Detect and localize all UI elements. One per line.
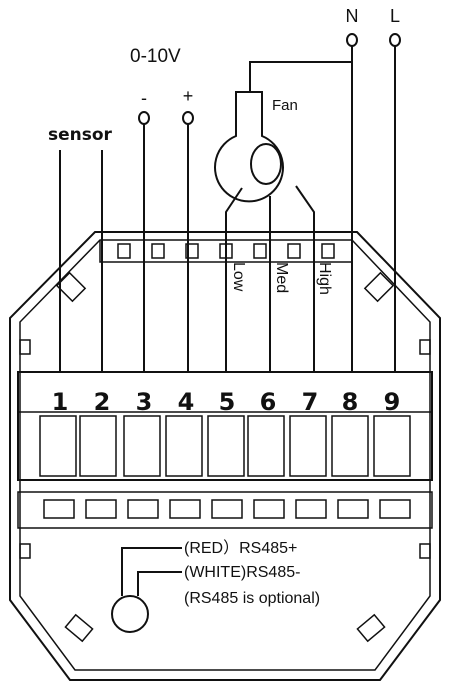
low-speed-label: Low (230, 262, 247, 292)
med-speed-label: Med (273, 262, 290, 293)
terminal-number: 4 (178, 388, 195, 416)
terminal-number: 7 (302, 388, 319, 416)
high-speed-label: High (316, 262, 333, 295)
mounting-tabs (19, 271, 431, 643)
rs485-cable (111, 547, 182, 633)
terminal-slots (39, 415, 411, 477)
terminal-number: 6 (260, 388, 277, 416)
rs485-minus-label: (WHITE)RS485- (184, 564, 300, 581)
fan-symbol (214, 91, 284, 203)
terminal-numbers: 1 2 3 4 5 6 7 8 9 (52, 388, 401, 416)
neutral-label: N (346, 6, 359, 26)
terminal-number: 3 (136, 388, 153, 416)
rs485-note-label: (RS485 is optional) (184, 590, 320, 607)
sensor-label: sensor (48, 125, 113, 145)
live-label: L (390, 6, 400, 26)
terminal-number: 1 (52, 388, 69, 416)
terminal-number: 5 (219, 388, 236, 416)
lower-slots (43, 499, 411, 519)
minus-label: - (141, 88, 147, 108)
terminal-number: 9 (384, 388, 401, 416)
terminal-number: 8 (342, 388, 359, 416)
rs485-plus-label: (RED）RS485+ (184, 539, 297, 557)
wire-terminals (138, 33, 401, 125)
fan-label: Fan (272, 97, 298, 114)
plus-label: + (183, 86, 194, 106)
analog-label: 0-10V (130, 46, 181, 67)
terminal-number: 2 (94, 388, 111, 416)
top-pins (117, 243, 335, 259)
wires (59, 46, 396, 372)
